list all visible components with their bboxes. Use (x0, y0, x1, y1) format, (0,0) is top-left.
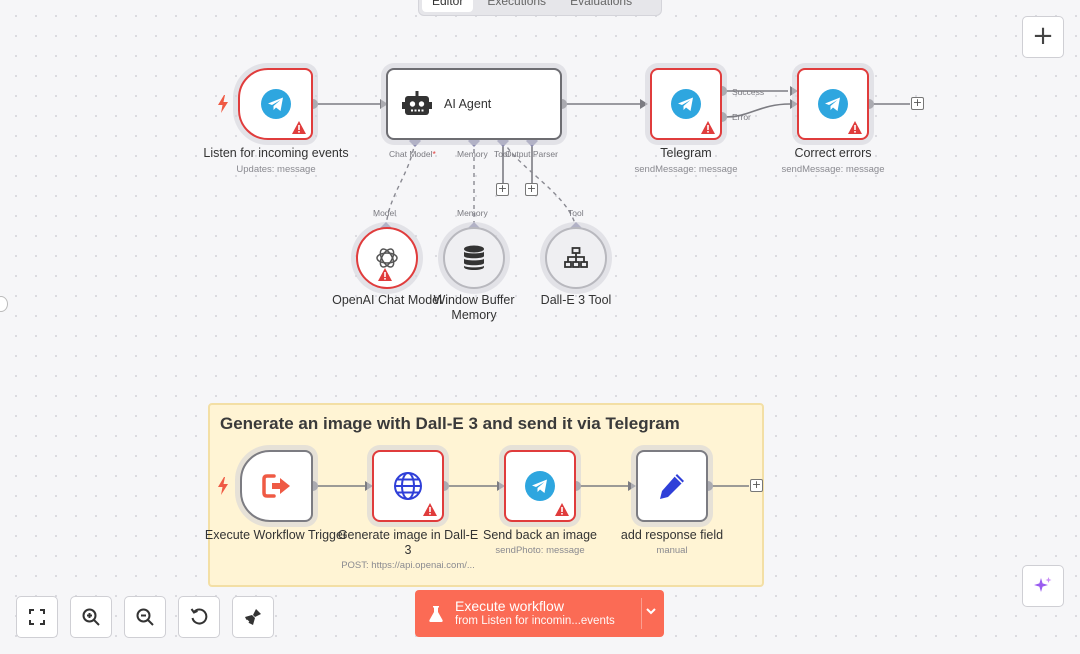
node-listen-incoming-events[interactable] (238, 68, 313, 140)
node-subtitle-add-field: manual (656, 545, 688, 556)
tab-editor[interactable]: Editor (422, 0, 474, 12)
chevron-down-icon[interactable] (646, 607, 656, 615)
execute-divider (641, 598, 642, 629)
zoom-out-icon (136, 608, 154, 626)
broom-icon (245, 609, 261, 625)
add-node-button[interactable]: + (1022, 16, 1064, 58)
flask-icon (429, 605, 443, 622)
node-title-generate-2: 3 (404, 543, 412, 557)
warning-icon (292, 121, 306, 134)
telegram-icon (525, 471, 555, 501)
tab-evaluations[interactable]: Evaluations (570, 0, 633, 8)
node-title-listen: Listen for incoming events (203, 146, 349, 160)
node-title-dalle-tool: Dall-E 3 Tool (540, 293, 612, 307)
trigger-bolt-icon (218, 95, 228, 113)
warning-icon (423, 503, 437, 516)
node-subtitle-send-back: sendPhoto: message (495, 545, 585, 556)
node-title-correct: Correct errors (794, 146, 872, 160)
port-label-tool-in: Tool (568, 208, 584, 218)
connection-agent-model (385, 140, 416, 229)
tidy-up-button[interactable] (232, 596, 274, 638)
node-title-agent: AI Agent (444, 97, 492, 111)
node-send-back-image[interactable] (504, 450, 576, 522)
add-output-parser-button[interactable]: + (525, 182, 538, 196)
add-tool-button[interactable]: + (496, 182, 509, 196)
node-subtitle-correct: sendMessage: message (781, 164, 885, 175)
sticky-note-title: Generate an image with Dall-E 3 and send… (220, 414, 680, 433)
add-after-correct-button[interactable]: + (911, 96, 924, 110)
telegram-icon (260, 89, 291, 119)
telegram-icon (818, 89, 848, 119)
add-after-field-button[interactable]: + (750, 478, 763, 492)
openai-icon (376, 248, 398, 268)
node-title-add-field: add response field (620, 528, 724, 542)
node-title-memory-2: Memory (451, 308, 497, 322)
pencil-icon (660, 474, 684, 499)
view-tabs: Editor Executions Evaluations (418, 0, 662, 16)
node-subtitle-generate: POST: https://api.openai.com/... (341, 560, 475, 571)
node-openai-chat-model[interactable] (356, 227, 418, 289)
port-label-model: Model (373, 208, 397, 218)
output-label-error: Error (732, 112, 751, 122)
node-title-memory-1: Window Buffer (433, 293, 515, 307)
node-subtitle-telegram: sendMessage: message (634, 164, 738, 175)
fit-view-button[interactable] (16, 596, 58, 638)
execute-workflow-title: Execute workflow (455, 598, 564, 614)
node-telegram[interactable] (650, 68, 722, 140)
undo-icon (190, 608, 208, 625)
node-correct-errors[interactable] (797, 68, 869, 140)
port-label-memory-in: Memory (457, 208, 488, 218)
fullscreen-icon (29, 609, 45, 625)
zoom-in-icon (82, 608, 100, 626)
warning-icon (701, 121, 715, 134)
zoom-in-button[interactable] (70, 596, 112, 638)
warning-icon (848, 121, 862, 134)
output-label-success: Success (732, 87, 765, 97)
globe-icon (394, 472, 422, 500)
node-add-response-field[interactable] (636, 450, 708, 522)
node-generate-image[interactable] (372, 450, 444, 522)
zoom-out-button[interactable] (124, 596, 166, 638)
port-label-tool: Tool (494, 149, 510, 159)
node-title-send-back: Send back an image (483, 528, 597, 542)
sitemap-icon (564, 247, 588, 268)
connection-agent-tool (502, 140, 577, 229)
node-subtitle-listen: Updates: message (236, 164, 316, 175)
port-label-chat-model: Chat Model* (389, 149, 436, 159)
node-window-buffer-memory[interactable] (443, 227, 505, 289)
node-title-exec-trigger: Execute Workflow Trigger (204, 528, 348, 542)
trigger-bolt-icon (218, 477, 228, 495)
port-label-memory: Memory (457, 149, 488, 159)
telegram-icon (671, 89, 701, 119)
node-ai-agent[interactable]: AI Agent (386, 68, 562, 140)
node-execute-workflow-trigger[interactable] (240, 450, 313, 522)
sign-out-icon (261, 474, 290, 498)
execute-workflow-button[interactable]: Execute workflow from Listen for incomin… (415, 590, 664, 637)
reset-zoom-button[interactable] (178, 596, 220, 638)
database-icon (464, 245, 484, 270)
tab-executions[interactable]: Executions (487, 0, 547, 8)
warning-icon (555, 503, 569, 516)
node-title-generate-1: Generate image in Dall-E (337, 528, 479, 542)
robot-icon (402, 91, 432, 115)
sparkle-icon (1034, 577, 1052, 592)
warning-icon (378, 268, 392, 281)
execute-workflow-subtitle: from Listen for incomin...events (455, 615, 615, 627)
port-label-output-parser: Output Parser (505, 149, 558, 159)
ai-assistant-button[interactable] (1022, 565, 1064, 607)
node-title-telegram: Telegram (660, 146, 712, 160)
node-title-openai: OpenAI Chat Model (332, 293, 442, 307)
connection-telegram-error (725, 103, 791, 118)
node-dalle-tool[interactable] (545, 227, 607, 289)
